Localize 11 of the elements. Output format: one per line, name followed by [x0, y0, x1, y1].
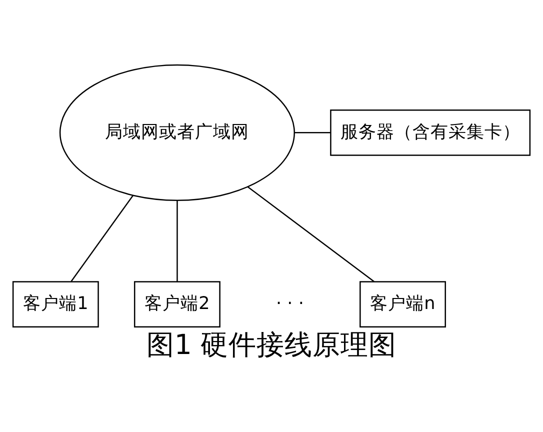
caption: 图1 硬件接线原理图: [146, 328, 397, 361]
node-box: 客户端2: [134, 281, 220, 328]
connector: [70, 195, 134, 282]
node-box: 客户端n: [360, 281, 446, 328]
node-box: 客户端1: [12, 281, 99, 328]
node-box: 服务器（含有采集卡）: [330, 110, 531, 156]
node-ellipse: 局域网或者广域网: [59, 64, 295, 201]
connector: [294, 132, 330, 134]
connector: [176, 200, 178, 282]
label: · · ·: [276, 294, 304, 314]
connector: [248, 186, 375, 282]
